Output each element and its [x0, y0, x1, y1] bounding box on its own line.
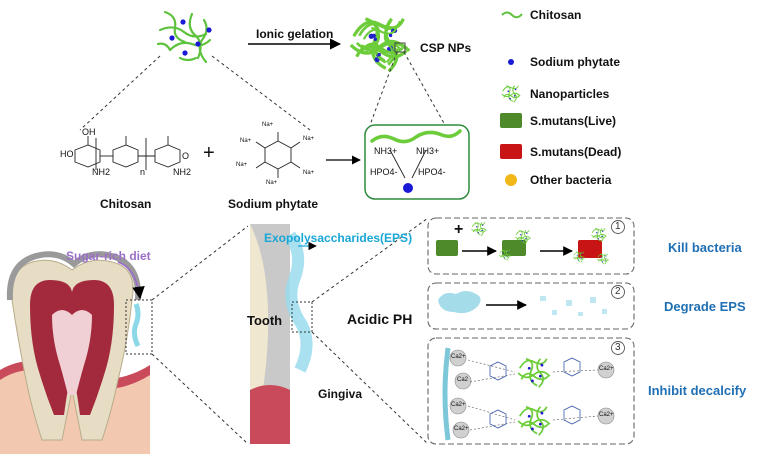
binding-hpo4-left: HPO4- — [370, 167, 398, 177]
struct-oh-label: OH — [82, 127, 96, 137]
panel-3-number-circle — [611, 341, 625, 355]
molar-tooth-illustration — [0, 251, 150, 454]
ion-label-5: Ca2+ — [599, 366, 614, 372]
phytate-dot-icon — [403, 183, 413, 193]
ion-label-6: Ca2+ — [599, 412, 614, 418]
ion-label-1: Ca2+ — [451, 354, 466, 360]
phytate-na-1: Na+ — [262, 122, 274, 128]
degrade-eps-sequence — [438, 291, 607, 316]
panel-1-plus: + — [454, 221, 464, 238]
legend-sodium-phytate: Sodium phytate — [530, 55, 621, 69]
gingiva-label: Gingiva — [318, 387, 363, 401]
legend-smutans-dead: S.mutans(Dead) — [530, 145, 622, 159]
legend-smutans-live: S.mutans(Live) — [530, 114, 617, 128]
inhibit-decalcify-diagram — [442, 347, 615, 441]
sodium-phytate-structure — [255, 132, 301, 178]
phytate-structure-label: Sodium phytate — [228, 197, 319, 211]
plus-sign: + — [203, 142, 215, 164]
sugar-diet-label: Sugar-rich diet — [66, 249, 151, 263]
panel-degrade-eps — [427, 282, 635, 330]
kill-bacteria-sequence — [436, 221, 610, 265]
binding-nh3-left: NH3+ — [374, 146, 398, 156]
binding-nh3-right: NH3+ — [416, 146, 440, 156]
chitosan-line-icon — [501, 11, 523, 19]
inhibit-decalcify-label: Inhibit decalcify — [648, 383, 747, 398]
binding-hpo4-right: HPO4- — [418, 167, 446, 177]
chitosan-structure-label: Chitosan — [100, 197, 152, 211]
panel-inhibit-decalcify — [427, 337, 635, 445]
degrade-eps-label: Degrade EPS — [664, 299, 746, 314]
nanoparticle-icon — [501, 85, 521, 103]
ion-label-4: Ca2+ — [454, 426, 469, 432]
struct-nh2-label-2: NH2 — [173, 167, 192, 177]
product-label: CSP NPs — [420, 41, 472, 55]
yellow-dot-icon — [505, 174, 517, 186]
acidic-ph-label: Acidic PH — [347, 311, 413, 327]
struct-ho-label: HO — [60, 149, 74, 159]
diet-arrow — [117, 261, 145, 300]
panel-2-number-circle — [611, 285, 625, 299]
legend-nanoparticles: Nanoparticles — [530, 87, 610, 101]
panel-2-number: 2 — [615, 286, 621, 297]
phytate-na-5: Na+ — [303, 170, 315, 176]
phytate-na-2: Na+ — [303, 136, 315, 142]
plaque-zoom-box — [125, 299, 153, 355]
csp-nanoparticle-icon — [349, 17, 411, 73]
legend-chitosan: Chitosan — [530, 8, 582, 22]
phytate-na-4: Na+ — [236, 162, 248, 168]
eps-zoom-box — [291, 301, 313, 333]
legend-other-bacteria: Other bacteria — [530, 173, 612, 187]
chitosan-chain-icon — [370, 129, 462, 144]
binding-detail-box — [364, 124, 470, 200]
chitosan-structure — [74, 136, 181, 170]
red-square-icon — [500, 144, 522, 159]
blue-dot-icon — [508, 59, 514, 65]
phytate-na-3: Na+ — [240, 138, 252, 144]
chitosan-network-icon — [156, 10, 212, 64]
panel-kill-bacteria — [427, 217, 635, 275]
eps-label: Exopolysaccharides(EPS) — [264, 231, 413, 245]
process-label: Ionic gelation — [256, 27, 334, 41]
panel-1-number-circle — [611, 220, 625, 234]
panel-3-number: 3 — [615, 342, 621, 353]
tooth-label: Tooth — [247, 313, 283, 328]
green-square-icon — [500, 113, 522, 128]
struct-n-label: n — [140, 167, 146, 177]
panel-1-number: 1 — [615, 221, 621, 232]
kill-bacteria-label: Kill bacteria — [668, 240, 742, 255]
struct-o-label: O — [182, 151, 190, 161]
ion-label-2: Ca2 — [457, 377, 469, 383]
phytate-na-6: Na+ — [266, 180, 278, 186]
ion-label-3: Ca2+ — [451, 402, 466, 408]
zoomed-tooth-section — [250, 224, 313, 444]
struct-nh2-label: NH2 — [92, 167, 111, 177]
